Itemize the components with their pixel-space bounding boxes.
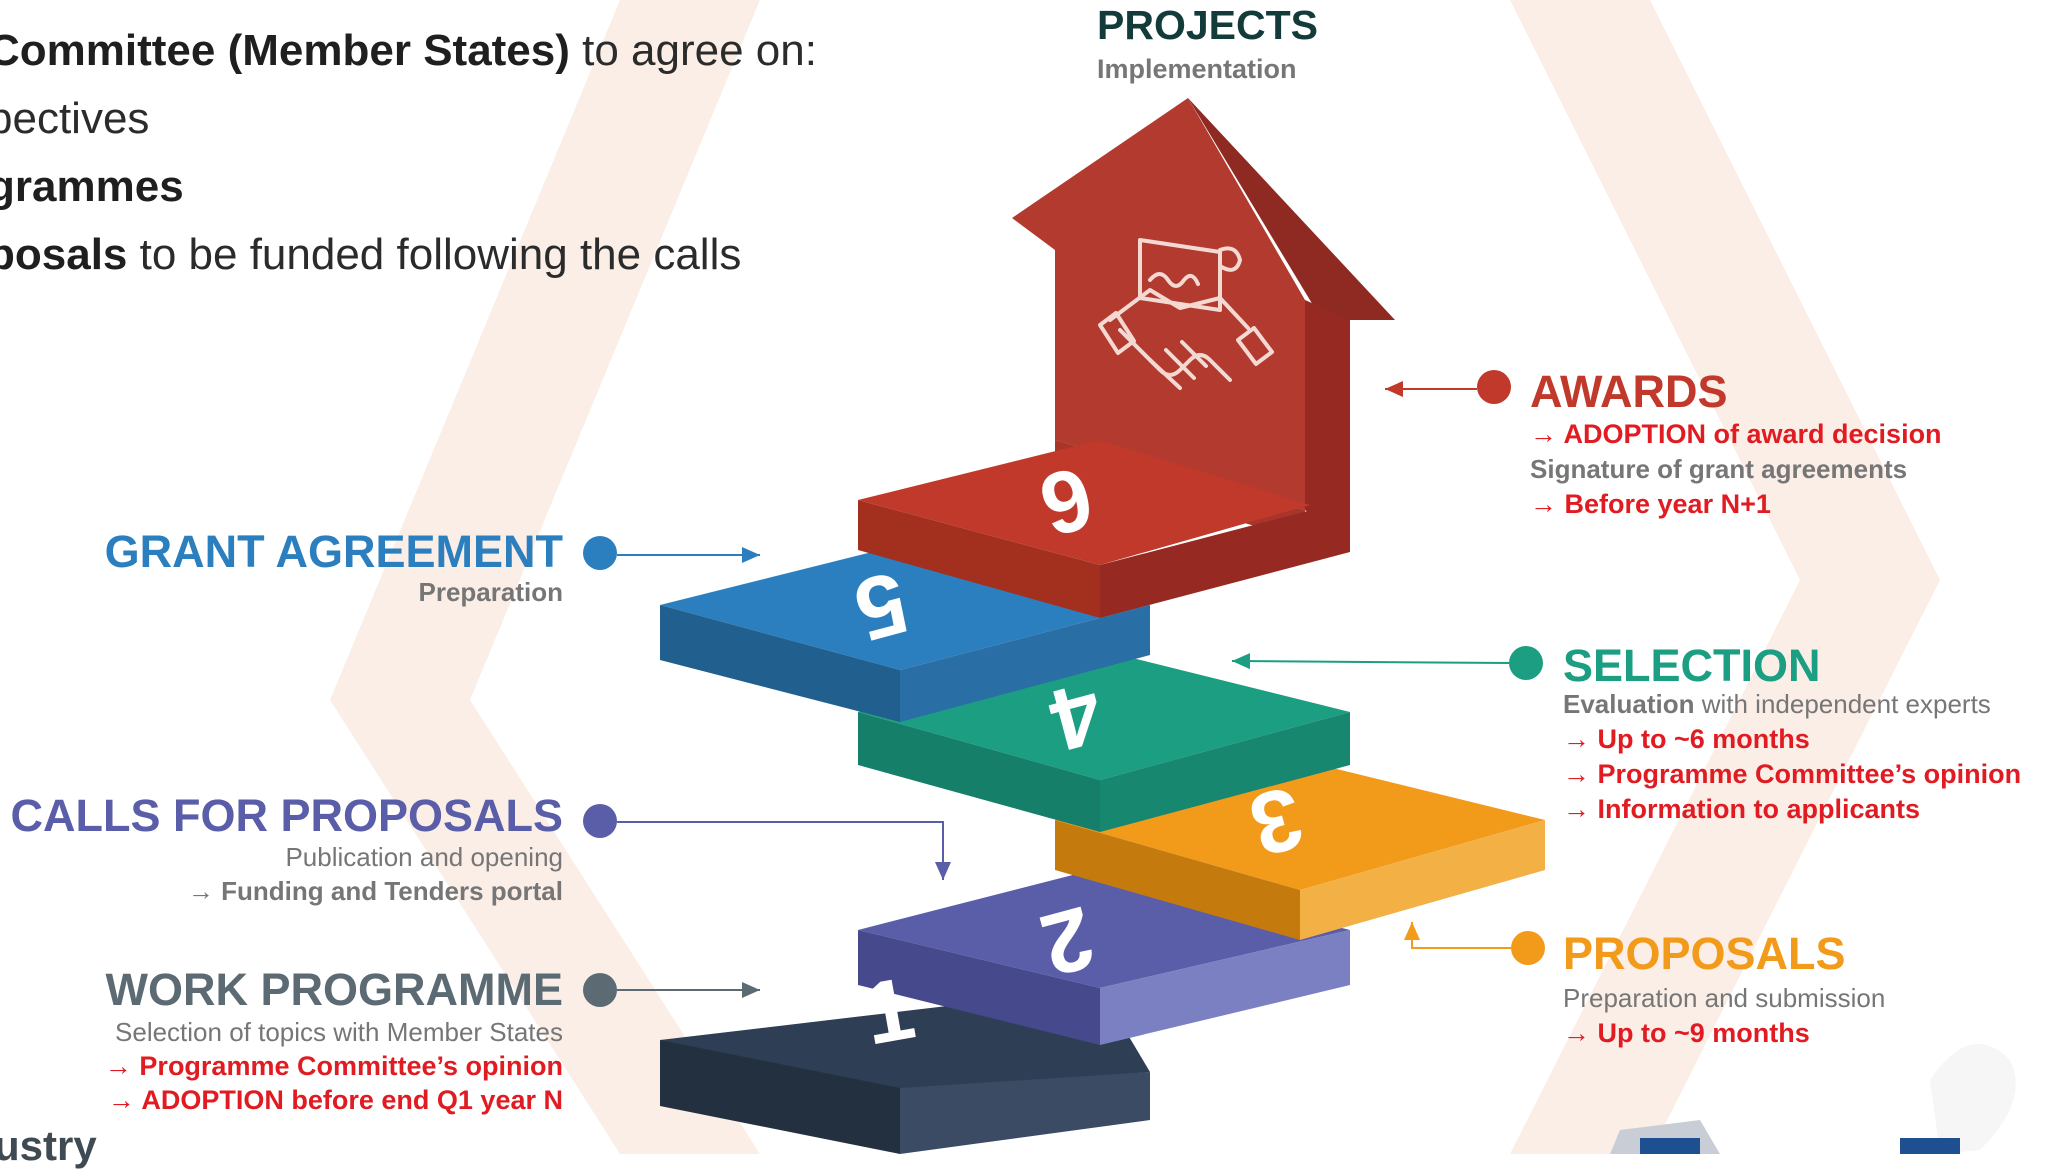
- awards-line-3: → Before year N+1: [1530, 489, 1771, 519]
- awards-title: AWARDS: [1530, 366, 1728, 417]
- intro-line-3-bold: grammes: [0, 162, 184, 211]
- document-scroll: [1218, 246, 1242, 272]
- step-1-front-left: [660, 1040, 900, 1154]
- ec-logo-text-block: [1900, 1138, 1960, 1154]
- bg-chevron-left: [330, 0, 760, 1154]
- step-2-front-left: [858, 930, 1100, 1045]
- ec-flag-strip: [1640, 1138, 1700, 1154]
- step-6: [858, 440, 1350, 618]
- grant-agreement-line-1: Preparation: [418, 577, 564, 607]
- calls-connector: [617, 821, 951, 880]
- selection-line-3: → Programme Committee’s opinion: [1563, 759, 2022, 789]
- step-2-front-right: [1100, 930, 1350, 1045]
- selection-line-2: → Up to ~6 months: [1563, 724, 1810, 754]
- selection-line-1-bold: Evaluation: [1563, 689, 1695, 719]
- finger-lines: [1148, 340, 1208, 390]
- work-programme-line-3: → ADOPTION before end Q1 year N: [107, 1085, 563, 1115]
- intro-line-4-rest: to be funded following the calls: [127, 230, 742, 279]
- intro-line-1: Committee (Member States) to agree on:: [0, 26, 817, 76]
- intro-line-1-bold: Committee (Member States): [0, 26, 570, 75]
- left-cuff: [1098, 311, 1136, 355]
- proposals-connector: [1404, 922, 1511, 949]
- grant-agreement-title: GRANT AGREEMENT: [104, 526, 563, 577]
- selection-line-4: → Information to applicants: [1563, 794, 1921, 824]
- calls-line-1: Publication and opening: [285, 842, 563, 872]
- awards-dot: [1477, 370, 1511, 404]
- calls-line-2: → Funding and Tenders portal: [187, 876, 563, 906]
- projects-subtitle: Implementation: [1097, 54, 1297, 84]
- step-2-top: [858, 868, 1350, 988]
- selection-line-1-rest: with independent experts: [1694, 689, 1991, 719]
- step-6-top: [858, 440, 1310, 565]
- intro-line-3: grammes: [0, 162, 184, 212]
- calls-title: CALLS FOR PROPOSALS: [10, 790, 563, 841]
- bg-chevron-right: [1510, 0, 1940, 1154]
- grant-agreement-dot: [583, 536, 617, 570]
- step-6-front-left: [858, 500, 1100, 618]
- handshake-document-icon: [1098, 238, 1274, 390]
- intro-line-2: bectives: [0, 94, 150, 143]
- ec-logo-fragment: [1610, 1120, 1960, 1154]
- proposals-line-2: → Up to ~9 months: [1563, 1018, 1810, 1048]
- selection-dot: [1509, 646, 1543, 680]
- signature-line: [1148, 272, 1200, 288]
- step-3-front-right: [1300, 820, 1545, 940]
- document-outline: [1138, 238, 1222, 312]
- awards-line-2: Signature of grant agreements: [1530, 454, 1908, 484]
- footer-left-fragment: ustry: [0, 1122, 97, 1169]
- step-3-front-left: [1055, 820, 1300, 940]
- arrow-front: [1012, 98, 1305, 510]
- arrow-head-side: [1188, 98, 1395, 320]
- proposals-dot: [1511, 931, 1545, 965]
- proposals-line-1: Preparation and submission: [1563, 983, 1886, 1013]
- work-programme-title: WORK PROGRAMME: [105, 964, 563, 1015]
- awards-line-1: → ADOPTION of award decision: [1530, 419, 1942, 449]
- step-6-front-right: [1100, 500, 1350, 618]
- bg-heart-shape: [1930, 1044, 2016, 1154]
- step-2: [858, 868, 1350, 1045]
- step-4-front-right: [1100, 712, 1350, 832]
- intro-line-4-bold: posals: [0, 230, 128, 279]
- right-cuff: [1236, 326, 1274, 366]
- handshake-arms: [1108, 288, 1250, 330]
- step-5-front-right: [900, 605, 1150, 722]
- work-programme-line-1: Selection of topics with Member States: [115, 1017, 563, 1047]
- selection-connector: [1231, 653, 1510, 670]
- projects-title: PROJECTS: [1097, 2, 1318, 48]
- intro-line-1-rest: to agree on:: [569, 26, 817, 75]
- arrow-shaft-side: [1305, 300, 1350, 545]
- work-programme-line-2: → Programme Committee’s opinion: [104, 1051, 563, 1081]
- proposals-title: PROPOSALS: [1563, 928, 1846, 979]
- work-programme-dot: [583, 973, 617, 1007]
- intro-line-4: posals to be funded following the calls: [0, 230, 741, 280]
- selection-title: SELECTION: [1563, 640, 1821, 691]
- step-1-front-right: [900, 1072, 1150, 1154]
- step-5-front-left: [660, 605, 900, 722]
- step-4-front-left: [858, 712, 1100, 832]
- calls-dot: [583, 804, 617, 838]
- selection-line-1: Evaluation with independent experts: [1563, 689, 1991, 720]
